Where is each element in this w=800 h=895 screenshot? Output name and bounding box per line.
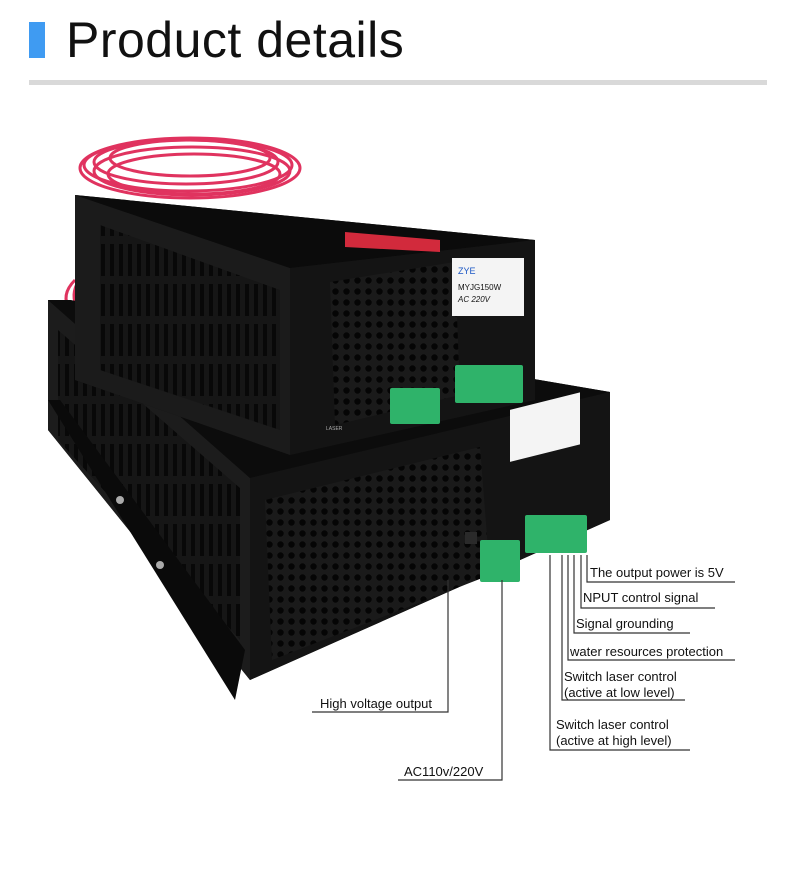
callout-leaders	[312, 555, 735, 781]
callout-switch-high: Switch laser control (active at high lev…	[556, 717, 672, 748]
page-title: Product details	[66, 12, 405, 68]
svg-text:LASER: LASER	[326, 426, 343, 432]
top-power-unit: ZYE MYJG150W AC 220V LASER	[75, 195, 535, 455]
title-accent-bar	[29, 22, 45, 58]
callout-water-protection: water resources protection	[570, 644, 724, 659]
top-label-brand: ZYE	[458, 266, 476, 276]
callout-ac-input: AC110v/220V	[404, 764, 484, 779]
svg-text:AC 220V: AC 220V	[457, 295, 491, 304]
title-divider	[29, 80, 767, 85]
callout-output-power: The output power is 5V	[590, 565, 724, 580]
callout-hv-output: High voltage output	[320, 696, 433, 711]
svg-text:MYJG150W: MYJG150W	[458, 283, 502, 292]
callout-input-control: NPUT control signal	[583, 590, 699, 605]
callout-signal-ground: Signal grounding	[576, 616, 674, 631]
callout-switch-low: Switch laser control (active at low leve…	[564, 669, 677, 700]
